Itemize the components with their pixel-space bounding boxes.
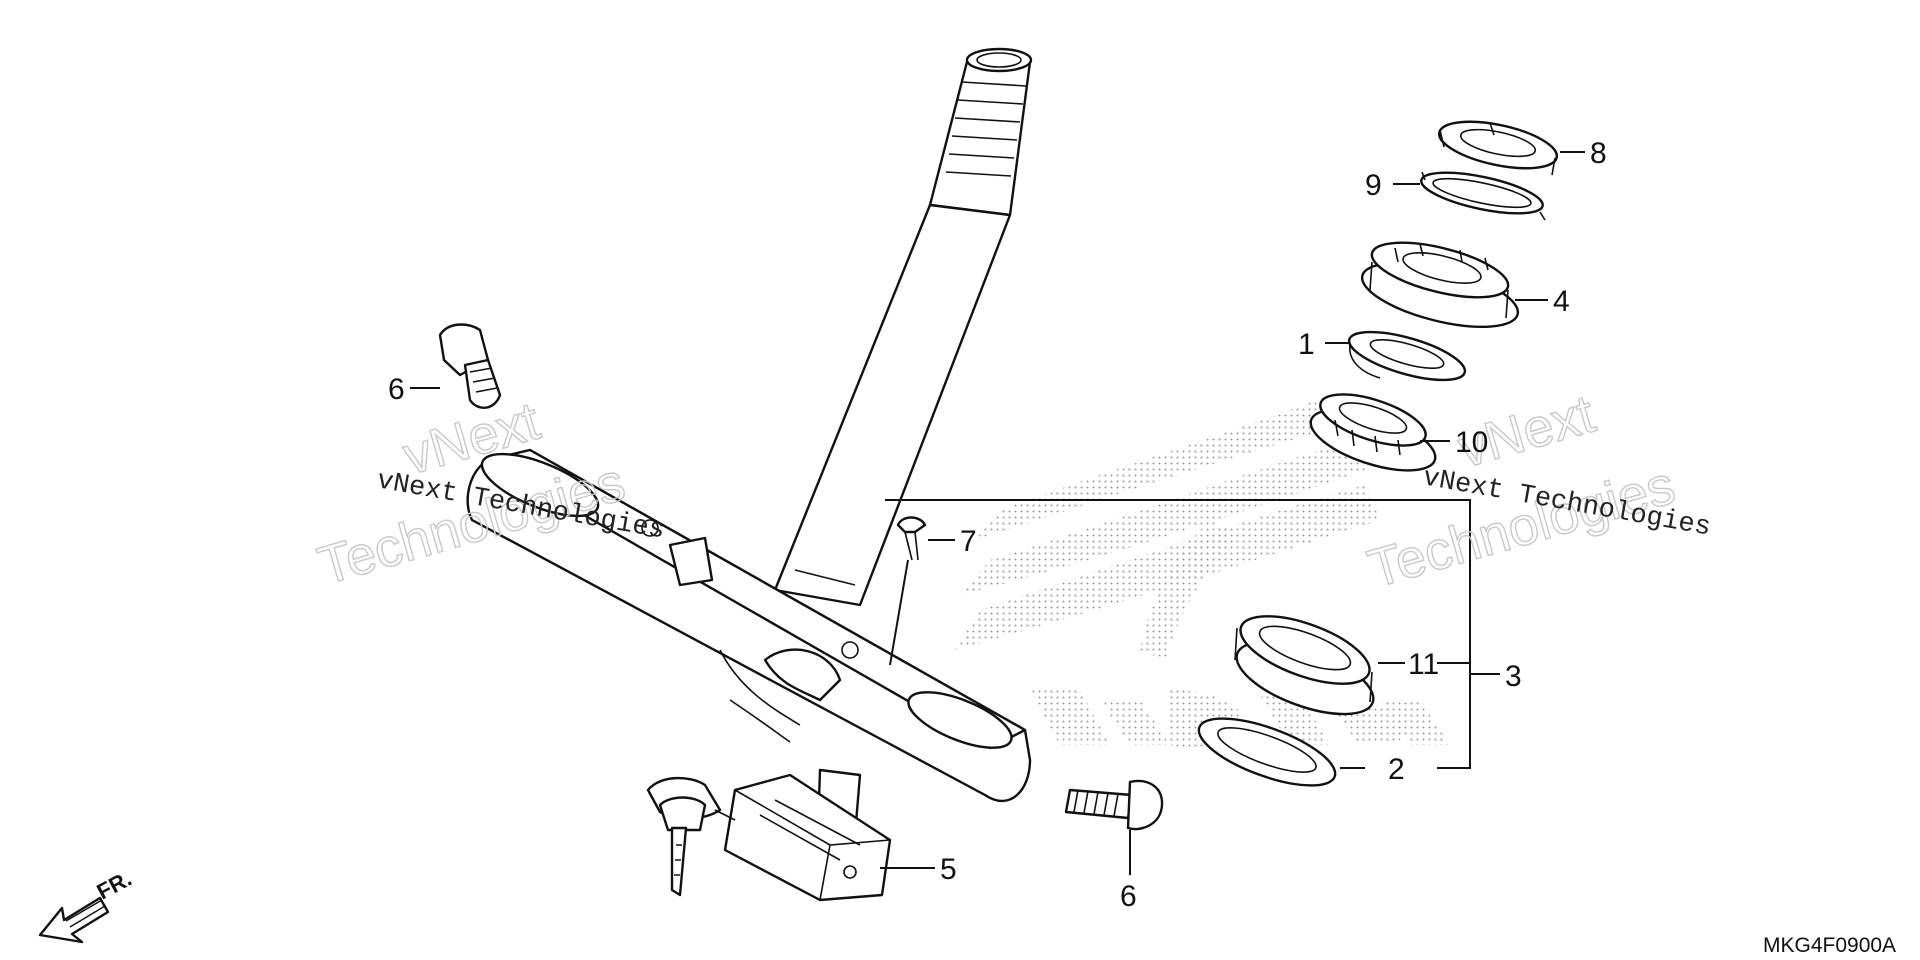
lower-dust-seal — [1197, 717, 1337, 787]
callout-5: 5 — [940, 853, 957, 886]
honda-wing-emblem — [955, 395, 1450, 750]
upper-bearing — [1309, 393, 1437, 472]
lower-bearing — [1234, 615, 1375, 716]
bolt-upper — [438, 323, 502, 409]
key-set — [646, 776, 736, 897]
front-arrow-icon — [38, 896, 110, 944]
steering-stem-shaft — [773, 47, 1033, 607]
callout-4: 4 — [1553, 285, 1570, 318]
lock-nut — [1437, 120, 1559, 176]
front-direction-indicator: FR. — [38, 866, 136, 944]
callout-3: 3 — [1505, 660, 1522, 693]
bolt-lower — [1064, 779, 1164, 831]
callout-7: 7 — [960, 525, 977, 558]
lock-washer — [1420, 171, 1546, 221]
leader-lines — [410, 151, 1585, 875]
callout-6-lower: 6 — [1120, 880, 1137, 913]
callout-10: 10 — [1455, 426, 1488, 459]
callout-8: 8 — [1590, 137, 1607, 170]
screw-axis-line — [889, 559, 909, 666]
diagram-code: MKG4F0900A — [1763, 934, 1896, 957]
screw-small — [896, 516, 927, 561]
callouts: 8 9 4 1 10 6 7 11 3 2 5 6 — [388, 137, 1607, 913]
adjusting-nut — [1360, 241, 1520, 328]
callout-1: 1 — [1298, 328, 1315, 361]
watermark-right: vNext Technologies vNext Technologies — [1361, 383, 1713, 600]
dust-seal — [1347, 330, 1467, 382]
bottom-bridge — [466, 448, 1032, 802]
callout-2: 2 — [1388, 753, 1405, 786]
callout-11: 11 — [1408, 648, 1439, 681]
steering-lock — [723, 773, 892, 902]
callout-9: 9 — [1365, 169, 1382, 202]
callout-6-upper: 6 — [388, 373, 405, 406]
